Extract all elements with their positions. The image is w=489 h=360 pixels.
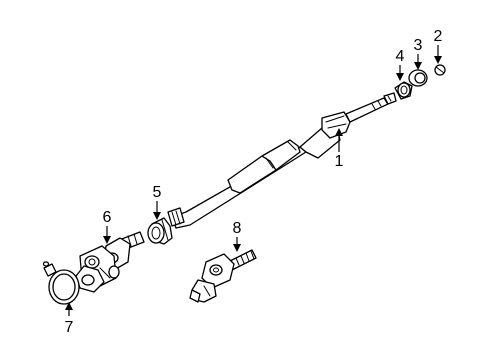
callout-3: 3 [414, 37, 423, 70]
callout-6-label: 6 [103, 209, 112, 226]
bushing [147, 217, 173, 245]
callout-1: 1 [335, 128, 344, 170]
callout-2: 2 [434, 28, 443, 64]
callout-7-label: 7 [65, 319, 74, 336]
callout-1-label: 1 [335, 153, 344, 170]
callout-4-label: 4 [396, 48, 405, 65]
universal-joint [75, 231, 145, 293]
callout-7: 7 [65, 302, 74, 336]
bearing [394, 81, 413, 100]
hose-clamp [42, 261, 80, 305]
intermediate-shaft [189, 249, 257, 303]
callout-4: 4 [396, 48, 405, 81]
callout-8: 8 [233, 220, 242, 252]
callout-8-label: 8 [233, 220, 242, 237]
snap-ring [434, 64, 446, 76]
callout-3-label: 3 [414, 37, 423, 54]
steering-shaft [167, 92, 397, 229]
callout-5: 5 [153, 184, 162, 220]
callout-2-label: 2 [434, 28, 443, 45]
callout-6: 6 [103, 209, 112, 244]
spacer-ring [408, 69, 428, 87]
callout-5-label: 5 [153, 184, 162, 201]
